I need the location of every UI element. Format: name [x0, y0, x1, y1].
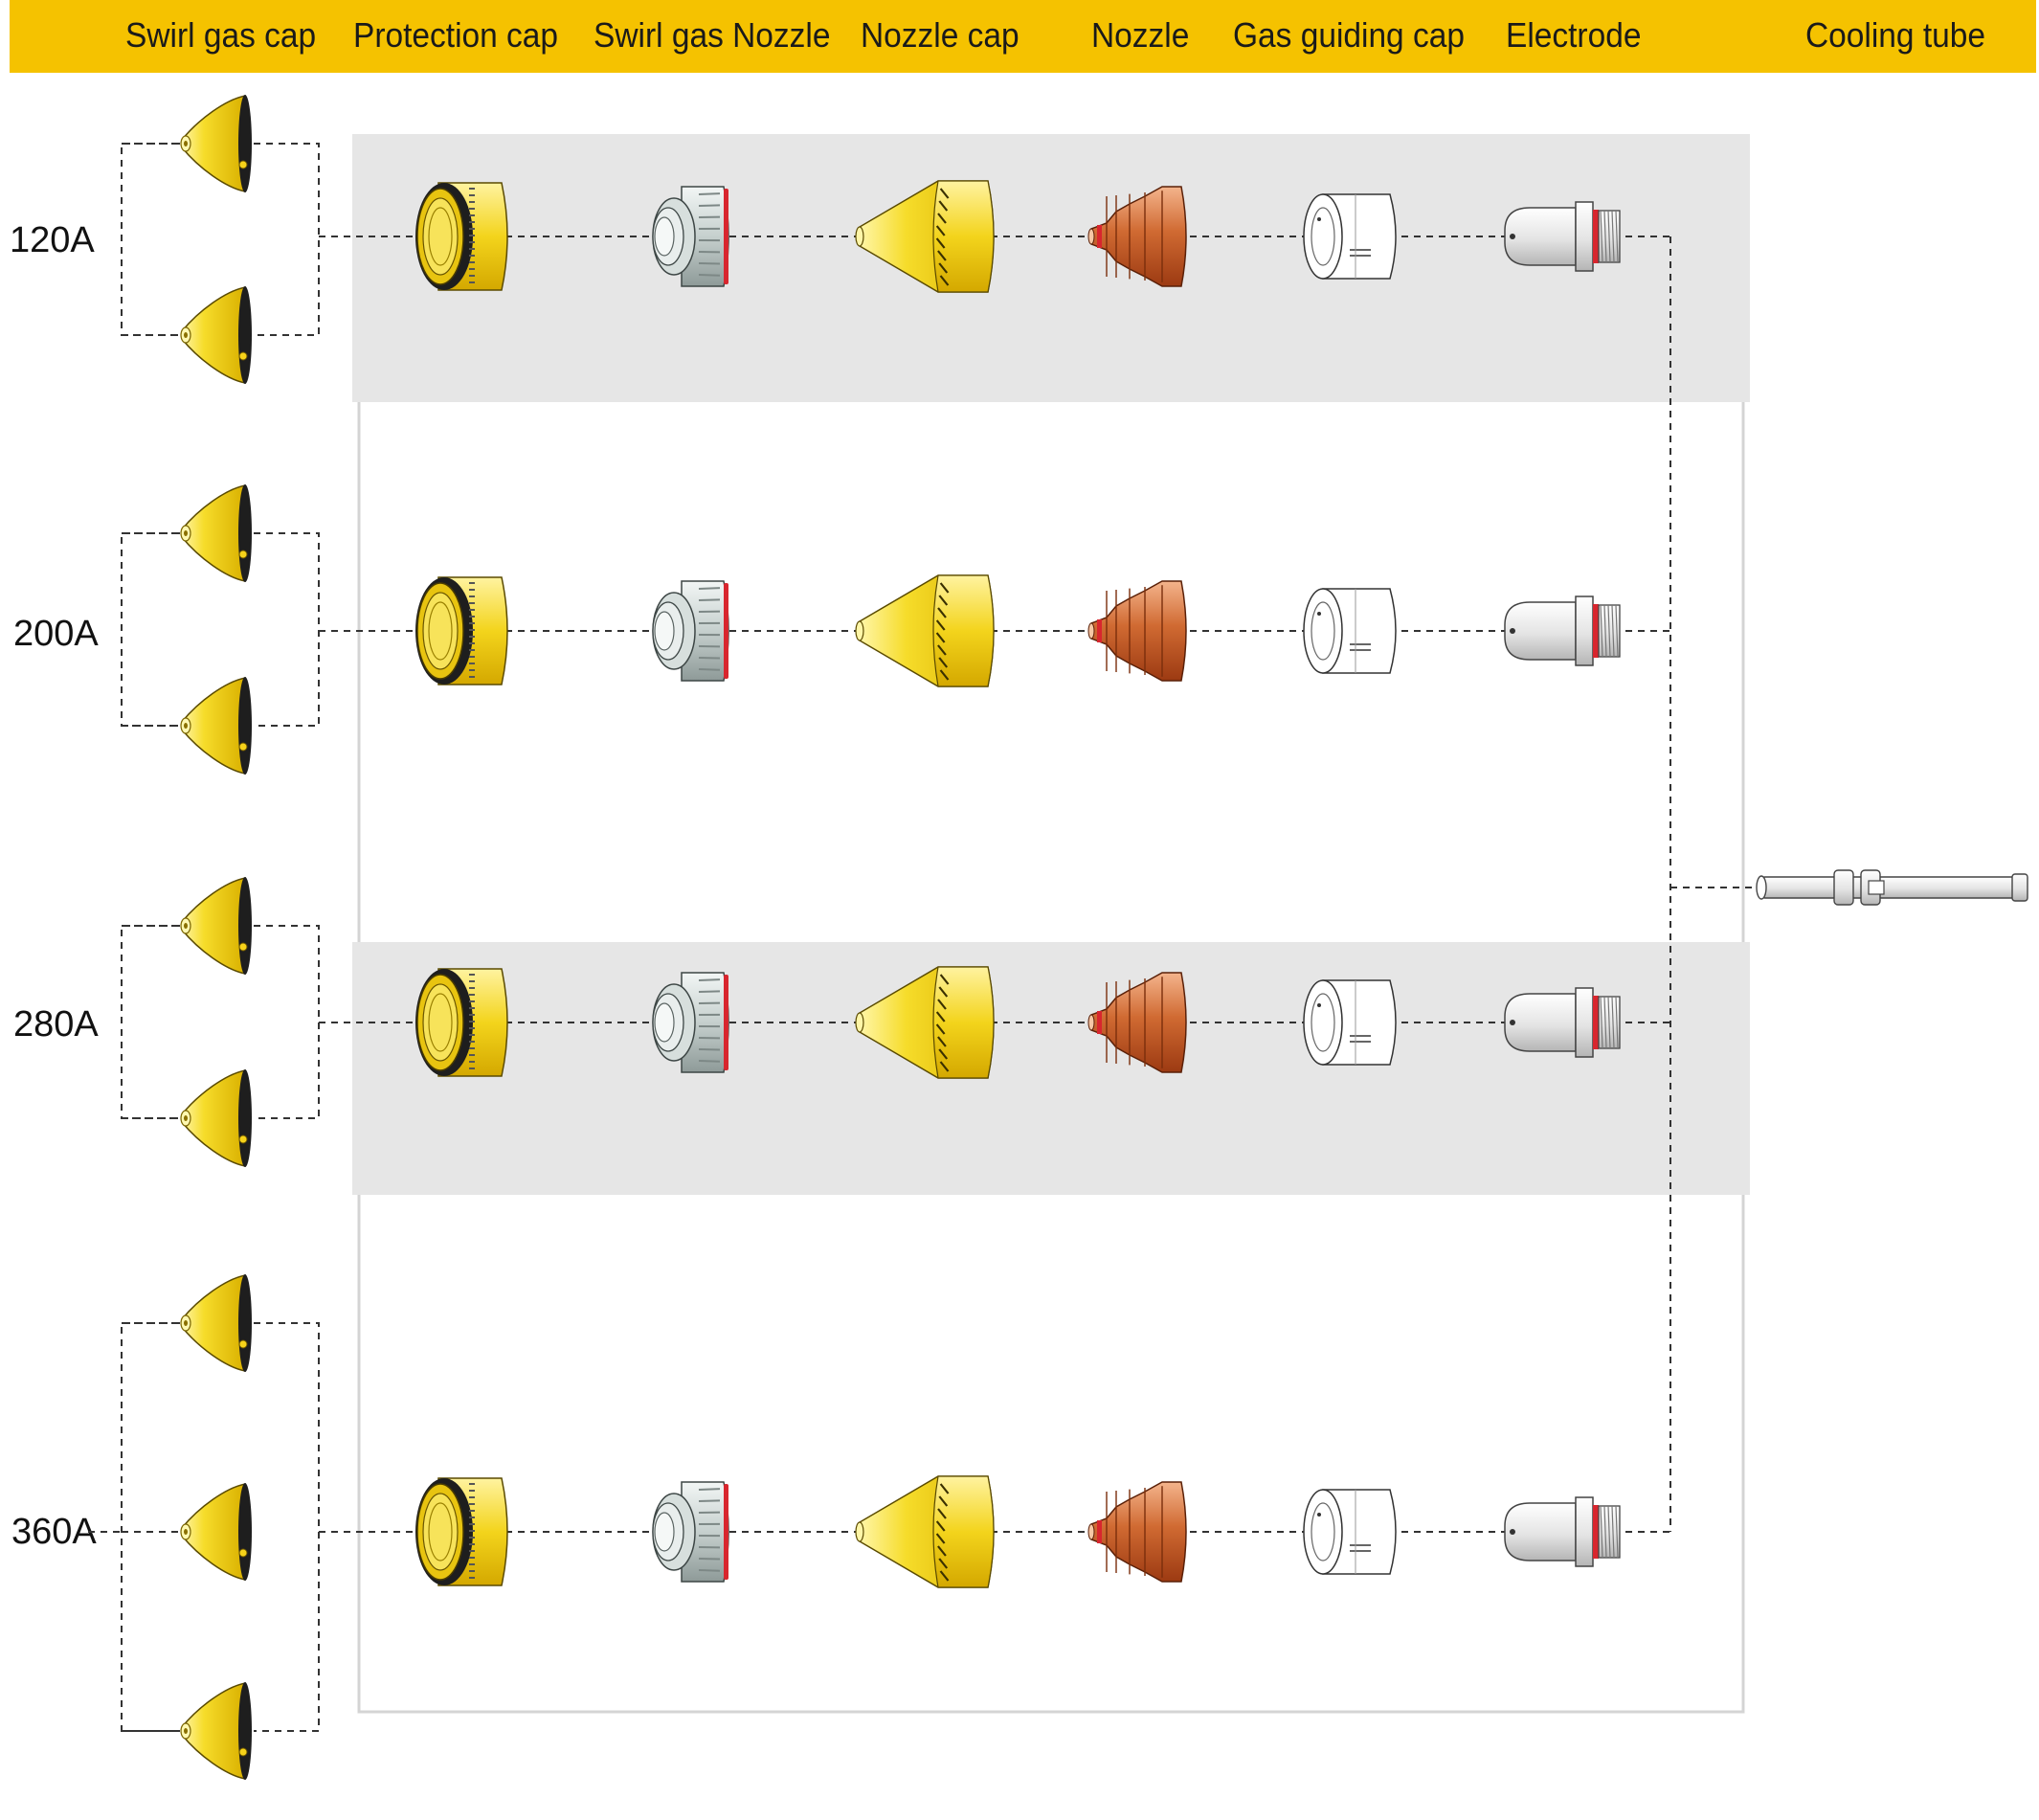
- electrode-120a: [1504, 201, 1621, 272]
- protection-cap-200a: [415, 576, 508, 685]
- swirl-gas-cap-360a-3: [180, 1682, 252, 1780]
- shaded-band-280a: [352, 942, 1750, 1195]
- gas-guiding-cap-360a: [1303, 1489, 1397, 1575]
- gas-guiding-cap-280a: [1303, 979, 1397, 1066]
- swirl-gas-cap-280a-1: [180, 877, 252, 975]
- bracket-left-280a: [121, 925, 180, 1119]
- row-label-120a: 120A: [10, 220, 95, 260]
- swirl-gas-cap-200a-2: [180, 677, 252, 775]
- gas-guiding-cap-120a: [1303, 193, 1397, 280]
- swirl-gas-cap-120a-1: [180, 95, 252, 192]
- electrode-280a: [1504, 987, 1621, 1058]
- swirl-gas-cap-360a-1: [180, 1274, 252, 1372]
- bracket-right-200a: [254, 532, 320, 727]
- nozzle-cap-200a: [855, 574, 995, 687]
- header-nozzle: Nozzle: [1091, 15, 1190, 55]
- electrode-200a: [1504, 595, 1621, 666]
- swirl-gas-nozzle-280a: [652, 972, 729, 1073]
- swirl-gas-nozzle-360a: [652, 1481, 729, 1583]
- nozzle-cap-360a: [855, 1475, 995, 1588]
- bracket-left-120a: [121, 143, 180, 336]
- swirl-gas-cap-280a-2: [180, 1069, 252, 1167]
- swirl-gas-cap-360a-2: [180, 1483, 252, 1581]
- nozzle-120a: [1087, 186, 1187, 287]
- cooling-tube: [1756, 869, 2028, 906]
- protection-cap-280a: [415, 968, 508, 1077]
- header-gas-guiding-cap: Gas guiding cap: [1233, 15, 1465, 55]
- nozzle-360a: [1087, 1481, 1187, 1583]
- header-swirl-gas-nozzle: Swirl gas Nozzle: [594, 15, 831, 55]
- row-label-360a: 360A: [11, 1512, 97, 1552]
- header-nozzle-cap: Nozzle cap: [861, 15, 1020, 55]
- bracket-right-120a: [254, 143, 320, 336]
- protection-cap-360a: [415, 1477, 508, 1586]
- bracket-right-360a: [254, 1322, 320, 1732]
- swirl-gas-cap-120a-2: [180, 286, 252, 384]
- bracket-right-280a: [254, 925, 320, 1119]
- bracket-left-200a: [121, 532, 180, 727]
- header-bar: [10, 0, 2036, 73]
- shaded-band-120a: [352, 134, 1750, 402]
- header-cooling-tube: Cooling tube: [1805, 15, 1986, 55]
- nozzle-280a: [1087, 972, 1187, 1073]
- swirl-gas-cap-200a-1: [180, 484, 252, 582]
- nozzle-200a: [1087, 580, 1187, 682]
- protection-cap-120a: [415, 182, 508, 291]
- header-electrode: Electrode: [1506, 15, 1642, 55]
- row-label-200a: 200A: [13, 614, 99, 654]
- header-swirl-gas-cap: Swirl gas cap: [125, 15, 317, 55]
- electrode-360a: [1504, 1496, 1621, 1567]
- nozzle-cap-280a: [855, 966, 995, 1079]
- row-label-280a: 280A: [13, 1004, 99, 1045]
- swirl-gas-nozzle-200a: [652, 580, 729, 682]
- swirl-gas-nozzle-120a: [652, 186, 729, 287]
- nozzle-cap-120a: [855, 180, 995, 293]
- header-protection-cap: Protection cap: [353, 15, 559, 55]
- bracket-left-360a: [121, 1322, 180, 1732]
- gas-guiding-cap-200a: [1303, 588, 1397, 674]
